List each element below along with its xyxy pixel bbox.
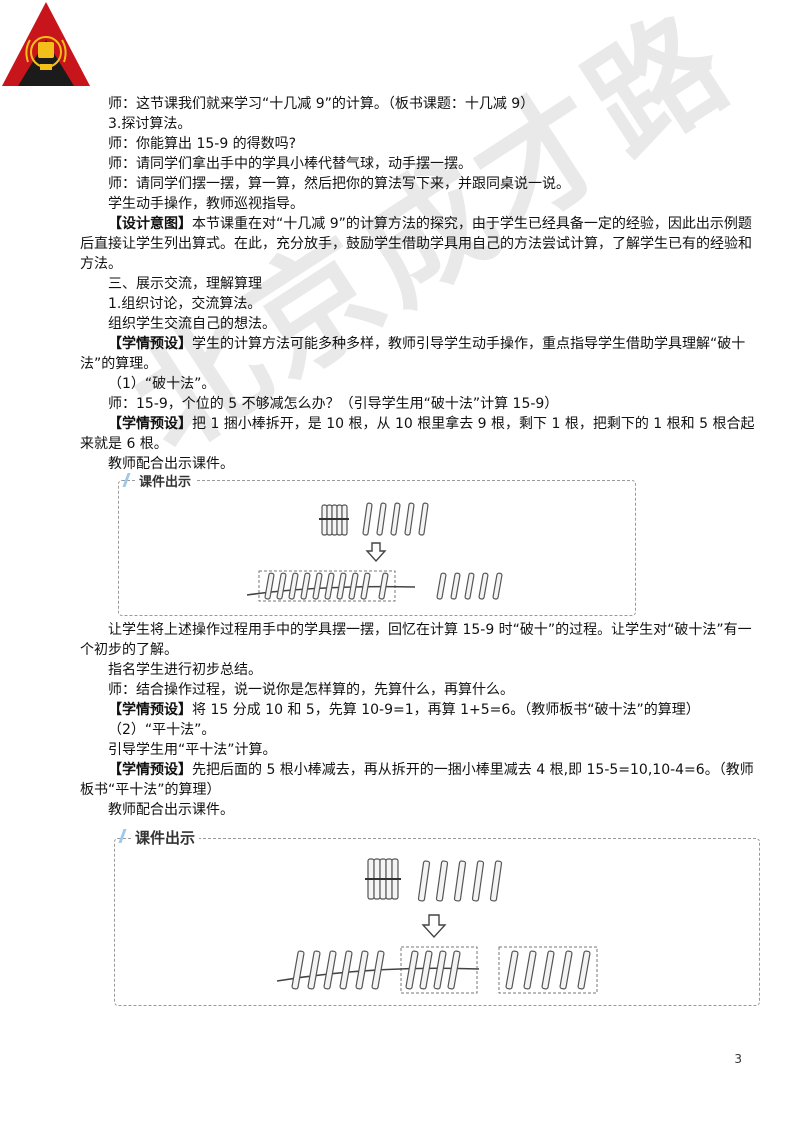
down-arrow-icon — [421, 914, 447, 939]
figure-title: 课件出示 — [135, 471, 196, 490]
subheading: （2）“平十法”。 — [108, 722, 216, 738]
paragraph-preset: 【学情预设】把 1 捆小棒拆开，是 10 根，从 10 根里拿去 9 根，剩下 … — [80, 414, 760, 454]
paragraph: 教师配合出示课件。 — [108, 802, 234, 818]
paragraph-text: 本节课重在对“十几减 9”的计算方法的探究，由于学生已经具备一定的经验，因此出示… — [80, 216, 752, 272]
paragraph: 3.探讨算法。 — [108, 116, 192, 132]
paragraph-text: 先把后面的 5 根小棒减去，再从拆开的一捆小棒里减去 4 根,即 15-5=10… — [80, 762, 754, 798]
document-body: 师：这节课我们就来学习“十几减 9”的计算。（板书课题：十几减 9） 3.探讨算… — [80, 94, 760, 1010]
loose-sticks-icon — [362, 502, 429, 536]
paragraph-design-intent: 【设计意图】本节课重在对“十几减 9”的计算方法的探究，由于学生已经具备一定的经… — [80, 214, 760, 274]
remaining-sticks-icon — [436, 572, 503, 600]
paragraph: 教师配合出示课件。 — [108, 456, 234, 472]
cross-out-line — [246, 585, 416, 596]
dashed-group-box — [400, 946, 478, 994]
paragraph: 让学生将上述操作过程用手中的学具摆一摆，回忆在计算 15-9 时“破十”的过程。… — [80, 622, 752, 658]
paragraph-preset: 【学情预设】将 15 分成 10 和 5，先算 10-9=1，再算 1+5=6。… — [80, 700, 760, 720]
paragraph-preset: 【学情预设】学生的计算方法可能多种多样，教师引导学生动手操作，重点指导学生借助学… — [80, 334, 760, 374]
subheading: （1）“破十法”。 — [108, 376, 216, 392]
stick-bundle-icon — [319, 504, 349, 536]
paragraph: 组织学生交流自己的想法。 — [108, 316, 276, 332]
paragraph: 引导学生用“平十法”计算。 — [108, 742, 277, 758]
courseware-figure-2: 课件出示 — [114, 827, 760, 1006]
paragraph-text: 将 15 分成 10 和 5，先算 10-9=1，再算 1+5=6。（教师板书“… — [192, 702, 700, 718]
paragraph: 师：15-9，个位的 5 不够减怎么办？（引导学生用“破十法”计算 15-9） — [108, 396, 559, 412]
paragraph-text: 学生的计算方法可能多种多样，教师引导学生动手操作，重点指导学生借助学具理解“破十… — [80, 336, 746, 372]
paragraph: 1.组织讨论，交流算法。 — [108, 296, 262, 312]
removed-sticks-icon — [505, 950, 591, 990]
stick-bundle-icon — [365, 858, 401, 900]
paragraph: 学生动手操作，教师巡视指导。 — [108, 196, 304, 212]
paragraph: 师：你能算出 15-9 的得数吗? — [108, 136, 297, 152]
loose-sticks-icon — [417, 860, 503, 902]
preset-tag: 【学情预设】 — [108, 762, 192, 778]
design-intent-tag: 【设计意图】 — [108, 216, 192, 232]
crossed-sticks-icon — [264, 572, 389, 600]
paragraph: 师：这节课我们就来学习“十几减 9”的计算。（板书课题：十几减 9） — [108, 96, 535, 112]
page-number: 3 — [734, 1052, 742, 1066]
sticks-illustration-level-ten — [276, 858, 598, 994]
preset-tag: 【学情预设】 — [108, 336, 192, 352]
paragraph: 指名学生进行初步总结。 — [108, 662, 262, 678]
paragraph-preset: 【学情预设】先把后面的 5 根小棒减去，再从拆开的一捆小棒里减去 4 根,即 1… — [80, 760, 760, 800]
crossed-sticks-icon — [291, 950, 461, 990]
dashed-group-box — [498, 946, 598, 994]
preset-tag: 【学情预设】 — [108, 416, 192, 432]
paragraph-text: 把 1 捆小棒拆开，是 10 根，从 10 根里拿去 9 根，剩下 1 根，把剩… — [80, 416, 755, 452]
down-arrow-icon — [365, 542, 387, 563]
paragraph: 师：结合操作过程，说一说你是怎样算的，先算什么，再算什么。 — [108, 682, 514, 698]
section-heading: 三、展示交流，理解算理 — [108, 276, 262, 292]
paragraph: 师：请同学们摆一摆，算一算，然后把你的算法写下来，并跟同桌说一说。 — [108, 176, 570, 192]
sticks-illustration-break-ten — [246, 502, 503, 602]
paragraph: 师：请同学们拿出手中的学具小棒代替气球，动手摆一摆。 — [108, 156, 472, 172]
preset-tag: 【学情预设】 — [108, 702, 192, 718]
figure-title: 课件出示 — [131, 827, 200, 848]
courseware-figure-1: 课件出示 — [118, 471, 636, 616]
school-logo — [2, 2, 90, 86]
